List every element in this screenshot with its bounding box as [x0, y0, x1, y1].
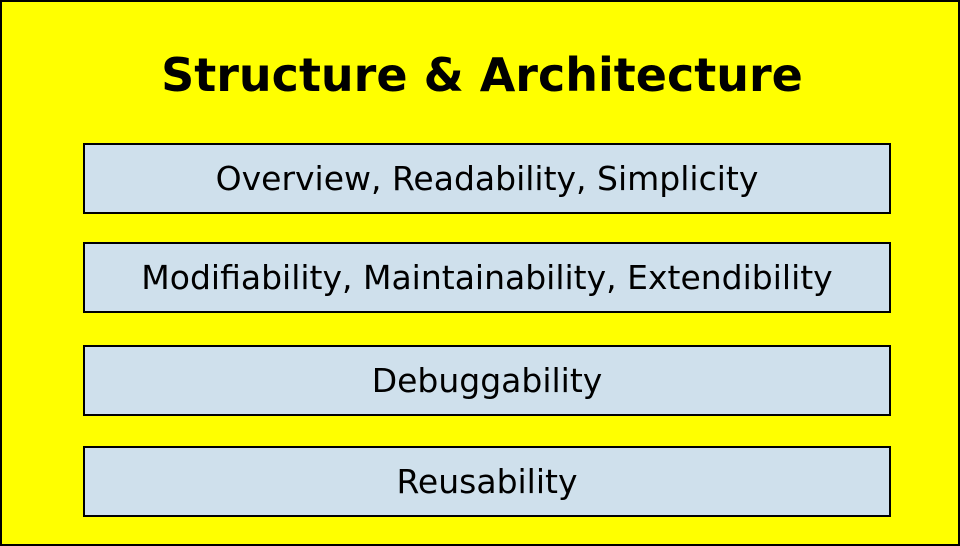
quality-box-overview: Overview, Readability, Simplicity — [83, 143, 891, 214]
slide-title: Structure & Architecture — [161, 48, 803, 102]
quality-box-reusability: Reusability — [83, 446, 891, 517]
quality-label: Overview, Readability, Simplicity — [215, 159, 759, 198]
quality-box-modifiability: Modifiability, Maintainability, Extendib… — [83, 242, 891, 313]
quality-label: Modifiability, Maintainability, Extendib… — [141, 258, 833, 297]
quality-label: Debuggability — [371, 361, 603, 400]
quality-label: Reusability — [396, 462, 578, 501]
quality-box-debuggability: Debuggability — [83, 345, 891, 416]
